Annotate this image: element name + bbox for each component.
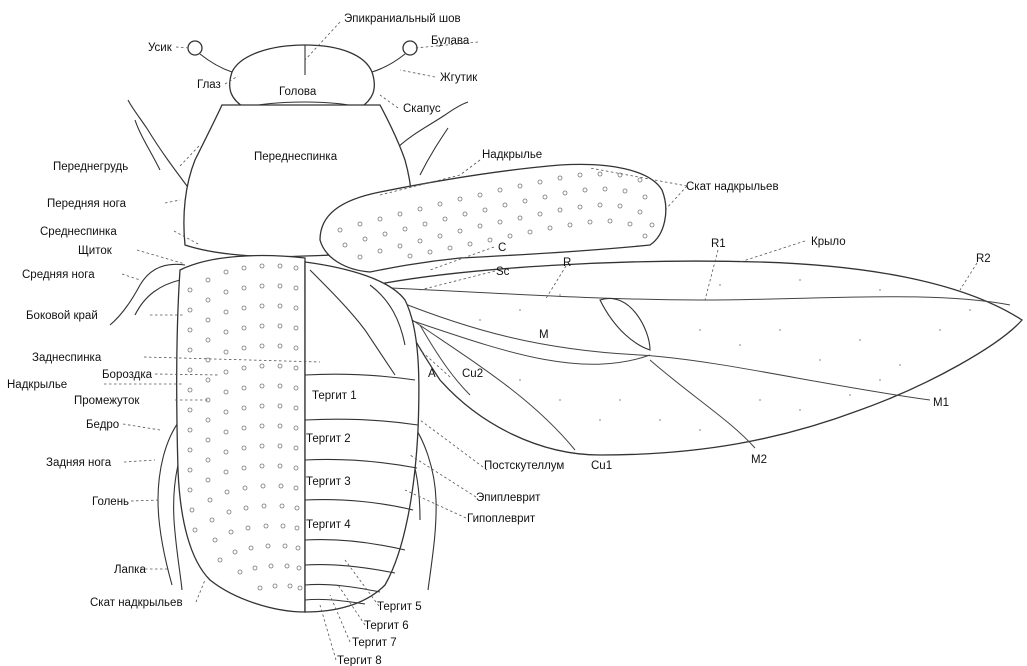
- label-stria: Бороздка: [102, 369, 153, 381]
- label-midleg: Средняя нога: [22, 269, 95, 281]
- label-r: R: [563, 257, 571, 269]
- label-tergite-1: Тергит 1: [312, 390, 357, 402]
- label-m: M: [539, 329, 549, 341]
- label-cu2: Cu2: [462, 368, 483, 380]
- label-tarsus: Лапка: [114, 564, 146, 576]
- label-wing: Крыло: [811, 236, 846, 248]
- label-tergite-4: Тергит 4: [306, 519, 351, 531]
- label-interstria: Промежуток: [74, 395, 140, 407]
- label-lateral-margin: Боковой край: [26, 310, 98, 322]
- label-elytral-declivity-left: Скат надкрыльев: [90, 597, 183, 609]
- label-m2: M2: [751, 454, 767, 466]
- label-m1: M1: [933, 397, 949, 409]
- label-epicranial-suture: Эпикраниальный шов: [344, 13, 461, 25]
- label-cu1: Cu1: [591, 460, 612, 472]
- label-hindleg: Задняя нога: [46, 457, 112, 469]
- label-c: C: [498, 242, 506, 254]
- label-a: A: [428, 368, 436, 380]
- label-eye: Глаз: [197, 79, 221, 91]
- label-tergite-8: Тергит 8: [337, 655, 382, 666]
- label-tergite-2: Тергит 2: [306, 433, 351, 445]
- label-mesonotum: Среднеспинка: [40, 226, 117, 238]
- label-tibia: Голень: [92, 496, 129, 508]
- label-postscutellum: Постскутеллум: [484, 460, 564, 472]
- label-epipleurite: Эпиплеврит: [476, 492, 541, 504]
- left-elytron: [177, 256, 305, 612]
- label-metanotum: Заднеспинка: [32, 352, 102, 364]
- label-club: Булава: [431, 35, 470, 47]
- label-foreleg: Передняя нога: [47, 198, 127, 210]
- label-scutellum: Щиток: [78, 245, 113, 257]
- label-funicle: Жгутик: [440, 72, 478, 84]
- label-pronotum: Переднеспинка: [254, 151, 338, 163]
- label-tergite-5: Тергит 5: [377, 601, 422, 613]
- label-elytron-left: Надкрылье: [7, 379, 67, 391]
- label-hypopleurite: Гипоплеврит: [467, 513, 536, 525]
- label-antenna: Усик: [148, 42, 173, 54]
- label-scape: Скапус: [403, 103, 441, 115]
- label-femur: Бедро: [86, 419, 119, 431]
- label-sc: Sc: [496, 266, 510, 278]
- label-elytron-top: Надкрылье: [482, 149, 542, 161]
- label-r1: R1: [711, 238, 726, 250]
- label-tergite-7: Тергит 7: [352, 637, 397, 649]
- label-tergite-3: Тергит 3: [306, 476, 351, 488]
- hind-wing: [385, 261, 1022, 455]
- label-elytral-declivity-right: Скат надкрыльев: [686, 181, 779, 193]
- label-head: Голова: [279, 86, 317, 98]
- label-prosternum: Переднегрудь: [53, 161, 128, 173]
- label-r2: R2: [976, 253, 991, 265]
- label-tergite-6: Тергит 6: [364, 620, 409, 632]
